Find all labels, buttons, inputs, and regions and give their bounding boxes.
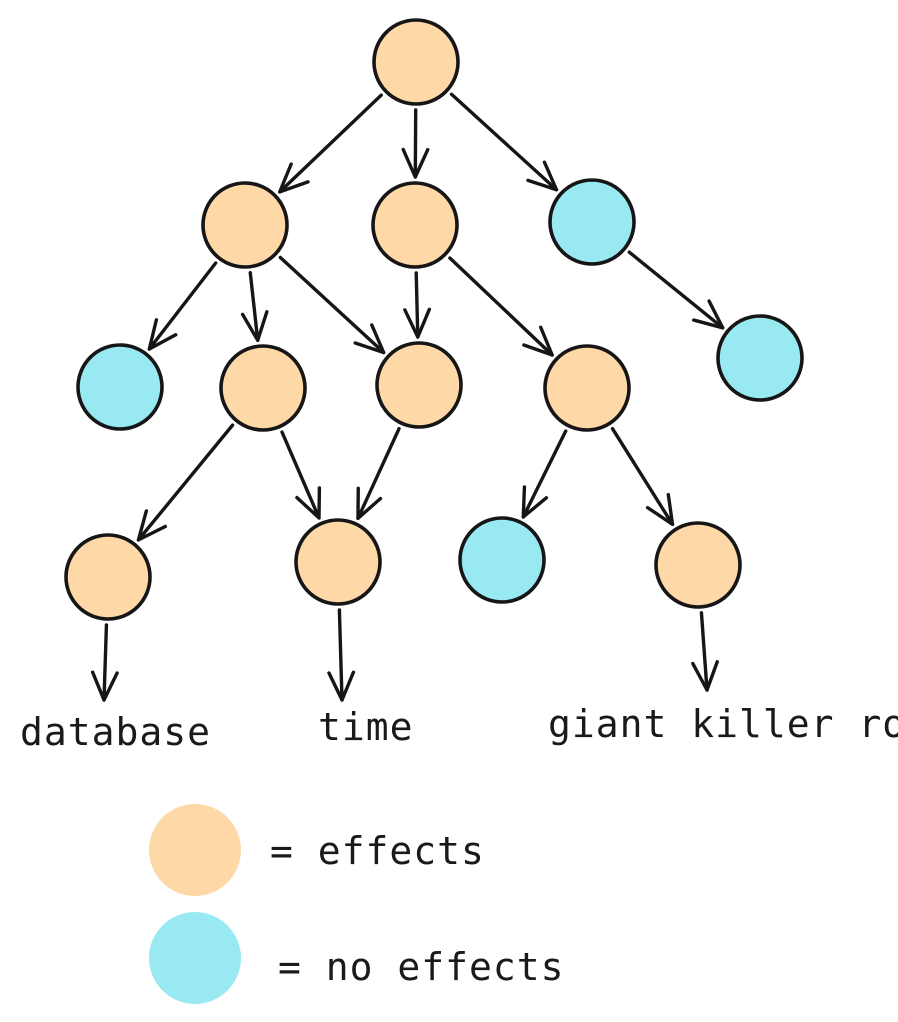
arrowhead-b2-to-c2	[295, 486, 322, 520]
arrowhead-c4-to-giant_killer_robot	[691, 660, 719, 692]
node-a2-effects	[371, 181, 459, 269]
node-c3-no-effects	[458, 516, 546, 604]
arrowhead-c2-to-time	[327, 670, 356, 702]
node-c4-effects	[654, 521, 742, 609]
node-b5-no-effects	[716, 314, 804, 402]
arrowhead-a2-to-b3	[403, 307, 432, 339]
edge-b4-to-c3	[521, 429, 568, 519]
edges	[90, 92, 725, 702]
arrowhead-b2-to-c1	[136, 509, 167, 542]
arrowhead-a2-to-b4	[522, 325, 554, 357]
label-giant-killer-robot: giant killer robot	[548, 702, 898, 746]
edge-a2-to-b4	[448, 256, 554, 357]
arrowhead-c1-to-database	[90, 670, 119, 702]
arrowhead-a1-to-b3	[353, 323, 386, 355]
arrowhead-b3-to-c2	[356, 486, 383, 521]
edge-a3-to-b5	[627, 250, 725, 330]
node-root-effects	[372, 18, 460, 106]
arrowhead-a3-to-b5	[692, 299, 725, 330]
edge-a1-to-b2	[248, 271, 260, 342]
arrowhead-root-to-a2	[401, 147, 430, 179]
nodes	[64, 18, 804, 621]
legend: = effects = no effects	[149, 804, 565, 1004]
legend-no-effects-swatch	[149, 912, 241, 1004]
edge-a1-to-b3	[278, 255, 386, 355]
legend-effects-swatch	[149, 804, 241, 896]
edge-c1-to-database	[102, 623, 109, 702]
label-database: database	[20, 710, 211, 754]
edge-a1-to-b1	[147, 261, 218, 351]
node-b2-effects	[219, 344, 307, 432]
arrowhead-b4-to-c4	[645, 492, 675, 527]
edge-b3-to-c2	[356, 426, 401, 521]
node-b3-effects	[375, 341, 463, 429]
edge-root-to-a3	[449, 92, 559, 192]
edge-c2-to-time	[337, 608, 344, 702]
edge-a2-to-b3	[414, 271, 420, 339]
node-a1-effects	[201, 181, 289, 269]
edge-b4-to-c4	[610, 426, 675, 527]
edge-c4-to-giant_killer_robot	[699, 611, 709, 692]
arrowhead-b4-to-c3	[521, 485, 549, 519]
edge-b2-to-c2	[280, 430, 321, 520]
legend-effects-label: = effects	[270, 829, 485, 873]
label-time: time	[318, 705, 414, 749]
node-b1-no-effects	[76, 343, 164, 431]
node-c2-effects	[294, 518, 382, 606]
node-a3-no-effects	[548, 178, 636, 266]
arrowhead-a1-to-b1	[147, 318, 178, 351]
arrowhead-root-to-a1	[278, 162, 310, 194]
node-b4-effects	[543, 344, 631, 432]
legend-no-effects-label: = no effects	[278, 945, 565, 989]
arrowhead-a1-to-b2	[240, 310, 269, 342]
edge-root-to-a1	[278, 93, 383, 194]
node-c1-effects	[64, 533, 152, 621]
edge-b2-to-c1	[136, 423, 235, 542]
arrowhead-root-to-a3	[526, 160, 559, 192]
